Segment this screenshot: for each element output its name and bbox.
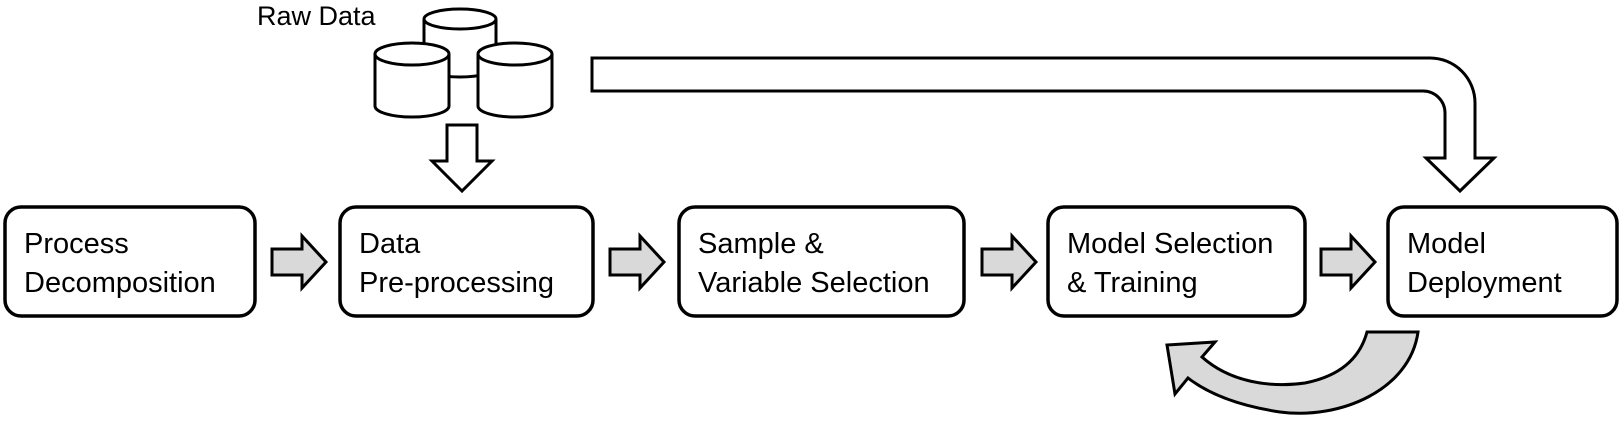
step-box xyxy=(1046,205,1307,318)
right-arrow-icon xyxy=(1319,232,1378,292)
step-label-line-2: Deployment xyxy=(1407,267,1562,299)
step-label-line-1: Data xyxy=(359,228,421,260)
step-sample-variable-selection: Sample & Variable Selection xyxy=(677,205,966,318)
step-label-line-2: Decomposition xyxy=(24,267,216,299)
database-icon-group xyxy=(373,7,554,119)
step-arrows xyxy=(270,232,1378,292)
right-arrow-icon xyxy=(980,232,1039,292)
step-model-selection-training: Model Selection & Training xyxy=(1046,205,1307,318)
bypass-arrow-icon xyxy=(590,56,1498,194)
step-box xyxy=(3,205,257,318)
right-arrow-icon xyxy=(608,232,667,292)
step-label-line-2: Pre-processing xyxy=(359,267,554,299)
step-label-line-2: Variable Selection xyxy=(698,267,930,299)
step-box xyxy=(677,205,966,318)
database-icon xyxy=(476,41,554,119)
step-label-line-2: & Training xyxy=(1067,267,1198,299)
right-arrow-icon xyxy=(270,232,329,292)
down-arrow-icon xyxy=(428,123,496,194)
database-icon xyxy=(373,41,451,119)
feedback-arrow-icon xyxy=(1165,330,1420,415)
raw-data-label: Raw Data xyxy=(257,1,377,31)
step-box xyxy=(338,205,595,318)
step-label-line-1: Sample & xyxy=(698,228,824,260)
step-label-line-1: Model xyxy=(1407,228,1486,260)
step-label-line-1: Model Selection xyxy=(1067,228,1273,260)
step-label-line-1: Process xyxy=(24,228,129,260)
step-box xyxy=(1386,205,1619,318)
